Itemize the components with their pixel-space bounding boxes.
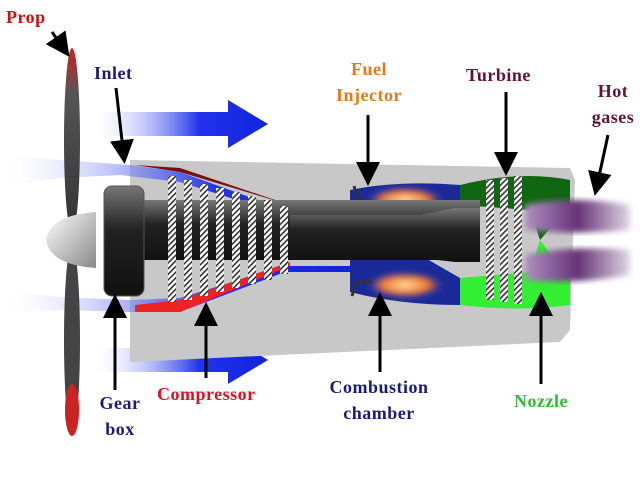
airflow-arrow-top <box>96 100 268 148</box>
label-gear-box: Gear box <box>92 390 148 442</box>
label-gear-box-line1: Gear <box>99 393 141 413</box>
hot-gases-pointer <box>588 134 612 196</box>
inlet-pointer <box>110 87 134 164</box>
prop-pointer <box>45 30 70 57</box>
turbine-blades <box>486 176 522 304</box>
label-fuel-injector-line2: Injector <box>336 85 402 105</box>
label-hot-gases-line1: Hot <box>597 81 629 101</box>
label-inlet: Inlet <box>94 63 133 83</box>
fuel-injector-bottom <box>350 280 372 297</box>
flame-bottom <box>365 271 445 299</box>
propeller-blade-bottom-tip <box>65 384 79 436</box>
label-combustion-chamber-line1: Combustion <box>329 377 429 397</box>
label-compressor: Compressor <box>157 384 256 404</box>
label-fuel-injector-line1: Fuel <box>351 59 387 79</box>
shaft-narrow-section <box>290 208 480 262</box>
label-fuel-injector: Fuel Injector <box>324 56 414 108</box>
compressor-blades <box>168 176 288 302</box>
label-hot-gases: Hot gases <box>582 78 640 130</box>
label-hot-gases-line2: gases <box>591 107 635 127</box>
propeller-spinner <box>46 212 96 268</box>
label-combustion-chamber-line2: chamber <box>343 403 415 423</box>
label-gear-box-line2: box <box>105 419 135 439</box>
label-turbine: Turbine <box>466 65 531 85</box>
label-prop: Prop <box>6 7 46 27</box>
propeller-blade-bottom <box>64 245 80 435</box>
inlet-flow-top <box>12 155 350 215</box>
label-combustion-chamber: Combustion chamber <box>316 374 442 426</box>
label-nozzle: Nozzle <box>514 391 568 411</box>
propeller-blade-top <box>64 48 80 232</box>
exhaust-plume-top <box>525 200 630 233</box>
compressor-casing-red-bottom <box>135 262 290 312</box>
gear-box <box>103 185 145 297</box>
exhaust-plume-bottom <box>525 248 630 282</box>
